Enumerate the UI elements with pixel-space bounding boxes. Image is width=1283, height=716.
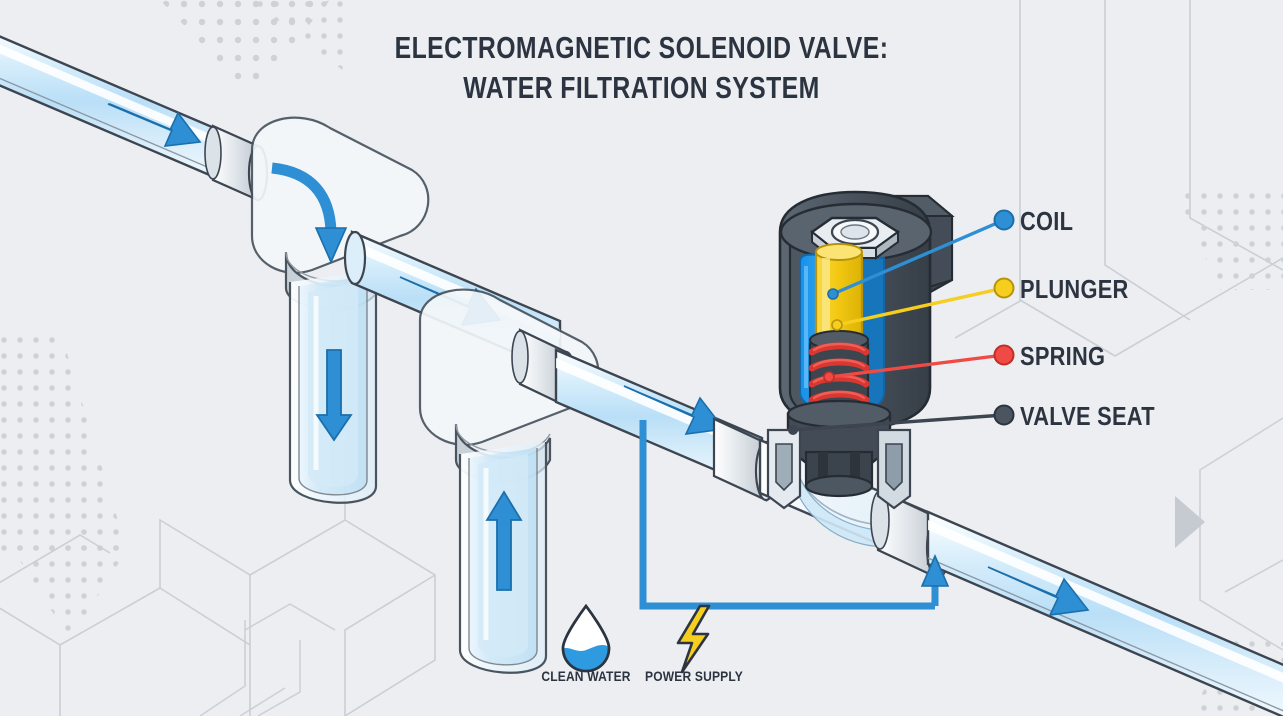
bg-chevrons-bottom bbox=[244, 603, 336, 716]
inlet-pipe bbox=[0, 35, 228, 184]
leader-line-spring bbox=[827, 353, 1006, 379]
leader-line-valve-seat bbox=[791, 413, 1006, 432]
valve-seat bbox=[766, 399, 912, 510]
callout-dots bbox=[993, 209, 1015, 426]
outlet-pipe bbox=[926, 510, 1283, 716]
bg-chevrons-bottomleft bbox=[199, 620, 286, 716]
callout-dot-spring bbox=[993, 344, 1015, 366]
leader-line-plunger bbox=[835, 286, 1006, 327]
legend-icons bbox=[561, 603, 711, 674]
water-drop-icon bbox=[561, 603, 611, 673]
callout-dot-plunger bbox=[993, 277, 1015, 299]
legend-label-power-supply: POWER SUPPLY bbox=[645, 668, 743, 684]
bg-hex-lines-right bbox=[1199, 417, 1283, 651]
leader-anchor-spring bbox=[823, 371, 835, 383]
callout-label-spring[interactable]: SPRING bbox=[1020, 341, 1106, 371]
lightning-bolt-icon bbox=[676, 604, 711, 674]
filter-canister-1 bbox=[288, 270, 378, 504]
callout-label-coil[interactable]: COIL bbox=[1020, 206, 1074, 236]
callout-leader-lines bbox=[788, 218, 1006, 435]
solenoid-valve-assembly bbox=[766, 190, 955, 510]
callout-dot-valve-seat bbox=[993, 404, 1015, 426]
flow-arrow-outlet bbox=[987, 566, 1090, 616]
leader-anchor-coil bbox=[827, 288, 839, 300]
flow-arrow-filter-2-up bbox=[485, 490, 523, 591]
power-supply-wire bbox=[639, 420, 950, 610]
flow-arrow-to-valve bbox=[623, 385, 726, 435]
flow-arrow-inlet bbox=[107, 103, 202, 147]
leader-line-coil bbox=[831, 218, 1006, 296]
filter-canister-2 bbox=[458, 442, 548, 674]
power-wire-arrow bbox=[920, 553, 950, 587]
flow-arrow-filter-1-down bbox=[315, 349, 353, 442]
bg-triangle-right bbox=[1175, 496, 1205, 548]
legend-label-clean-water: CLEAN WATER bbox=[541, 668, 631, 684]
callout-label-plunger[interactable]: PLUNGER bbox=[1020, 274, 1129, 304]
callout-label-valve-seat[interactable]: VALVE SEAT bbox=[1020, 401, 1155, 431]
flow-arrow-filter-1-entry bbox=[271, 162, 348, 264]
leader-anchor-plunger bbox=[831, 319, 843, 331]
callout-dot-coil bbox=[993, 209, 1015, 231]
leader-anchor-valve-seat bbox=[788, 425, 798, 435]
